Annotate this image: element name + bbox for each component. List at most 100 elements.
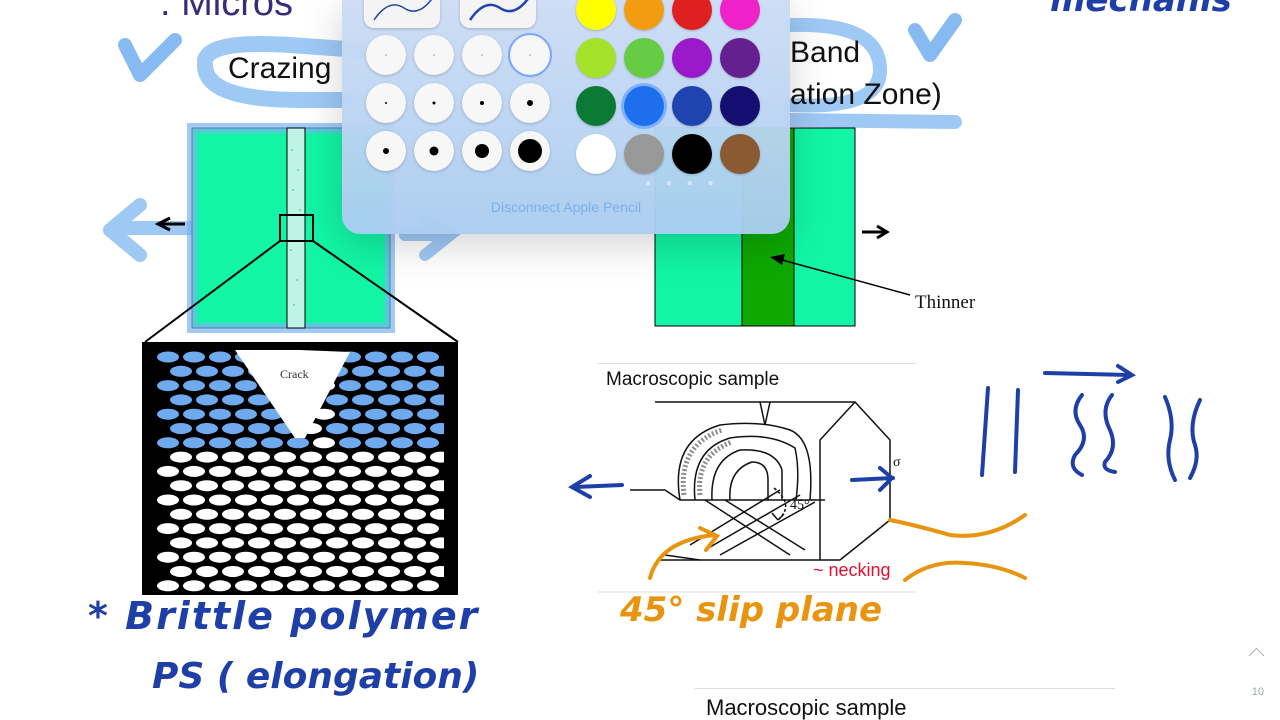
pencil-palette[interactable]: ● ● ● ● Disconnect Apple Pencil — [342, 0, 790, 234]
micrograph-cell — [378, 480, 400, 492]
micrograph-cell — [248, 566, 270, 577]
micrograph-cell — [209, 380, 231, 392]
dot-size-icon — [383, 148, 389, 154]
color-swatch[interactable] — [576, 38, 616, 78]
dot-size-icon — [475, 144, 489, 158]
color-swatch[interactable] — [624, 38, 664, 78]
micrograph-cell — [274, 480, 296, 492]
micrograph-cell — [183, 494, 205, 506]
pen-style-thick[interactable] — [460, 0, 536, 28]
micrograph-cell — [222, 451, 244, 463]
color-swatch[interactable] — [720, 38, 760, 78]
dot-size-option[interactable] — [462, 131, 502, 171]
micrograph-cell — [391, 523, 413, 535]
dot-size-option[interactable] — [414, 131, 454, 171]
micrograph-cell — [248, 480, 270, 492]
micrograph-cell — [365, 380, 387, 392]
dot-size-icon — [429, 146, 439, 156]
dot-size-option[interactable] — [366, 35, 406, 75]
micrograph-cell — [365, 465, 387, 477]
handwritten-brittle-polymer: * Brittle polymer — [88, 594, 480, 638]
micrograph-cell — [313, 580, 335, 592]
micrograph-cell — [287, 523, 309, 535]
micrograph-cell — [157, 523, 179, 535]
micrograph-cell — [222, 566, 244, 577]
micrograph-cell — [196, 480, 218, 492]
micrograph-cell — [157, 551, 179, 563]
shear-band-label: Band — [790, 36, 861, 69]
color-swatch[interactable] — [720, 134, 760, 174]
micrograph-cell — [365, 551, 387, 563]
color-swatch[interactable] — [672, 0, 712, 30]
micrograph-cell — [417, 408, 439, 420]
micrograph-cell — [352, 508, 374, 520]
micrograph-cell — [339, 408, 361, 420]
micrograph-cell — [339, 580, 361, 592]
micrograph-cell — [326, 451, 348, 463]
color-swatch[interactable] — [672, 38, 712, 78]
micrograph-cell — [313, 465, 335, 477]
micrograph-cell — [391, 551, 413, 563]
micrograph-cell — [183, 465, 205, 477]
micrograph-cell — [157, 494, 179, 506]
micrograph-cell — [417, 351, 439, 363]
color-swatch[interactable] — [576, 86, 616, 126]
micrograph-cell — [183, 380, 205, 392]
micrograph-cell — [300, 451, 322, 463]
micrograph-cell — [183, 408, 205, 420]
disconnect-pencil-button[interactable]: Disconnect Apple Pencil — [490, 199, 642, 215]
dot-size-icon — [481, 54, 483, 56]
color-swatch[interactable] — [720, 0, 760, 30]
color-swatch[interactable] — [576, 134, 616, 174]
dot-size-option[interactable] — [510, 131, 550, 171]
color-swatch[interactable] — [672, 86, 712, 126]
macro-sample-label-2: Macroscopic sample — [706, 695, 907, 720]
micrograph-cell — [313, 523, 335, 535]
micrograph-cell — [274, 537, 296, 549]
micrograph-cell — [222, 480, 244, 492]
micrograph-cell — [222, 394, 244, 406]
micrograph-cell — [157, 380, 179, 392]
micrograph-cell — [287, 437, 309, 449]
micrograph-cell — [287, 551, 309, 563]
micrograph-cell — [313, 494, 335, 506]
color-swatch[interactable] — [576, 0, 616, 30]
micrograph-cell — [391, 580, 413, 592]
deformation-zone-label: ation Zone) — [790, 78, 942, 111]
dot-size-option[interactable] — [366, 131, 406, 171]
micrograph-cell — [404, 480, 426, 492]
micrograph-cell — [300, 566, 322, 577]
color-swatch[interactable] — [624, 134, 664, 174]
dot-size-icon — [527, 100, 533, 106]
micrograph-cell — [196, 451, 218, 463]
micrograph-cell — [209, 580, 231, 592]
color-swatch[interactable] — [624, 86, 664, 126]
micrograph-cell — [170, 451, 192, 463]
micrograph-cell — [339, 437, 361, 449]
color-swatch[interactable] — [720, 86, 760, 126]
micrograph-cell — [274, 508, 296, 520]
dot-size-option[interactable] — [462, 35, 502, 75]
dot-size-option[interactable] — [414, 35, 454, 75]
micrograph-cell — [378, 394, 400, 406]
micrograph-cell — [261, 551, 283, 563]
dot-size-option[interactable] — [508, 33, 552, 77]
micrograph-cell — [300, 508, 322, 520]
dot-size-option[interactable] — [462, 83, 502, 123]
micrograph-cell — [157, 351, 179, 363]
dot-size-option[interactable] — [510, 83, 550, 123]
micrograph-cell — [417, 551, 439, 563]
dot-size-option[interactable] — [414, 83, 454, 123]
micrograph-cell — [235, 437, 257, 449]
dot-size-icon — [433, 54, 435, 56]
micrograph-cell — [339, 494, 361, 506]
dot-size-option[interactable] — [366, 83, 406, 123]
color-swatch[interactable] — [672, 134, 712, 174]
micrograph-cell — [391, 437, 413, 449]
dot-size-icon — [529, 54, 531, 56]
pen-style-thin[interactable] — [364, 0, 440, 28]
micrograph-cell — [404, 508, 426, 520]
color-swatch[interactable] — [624, 0, 664, 30]
